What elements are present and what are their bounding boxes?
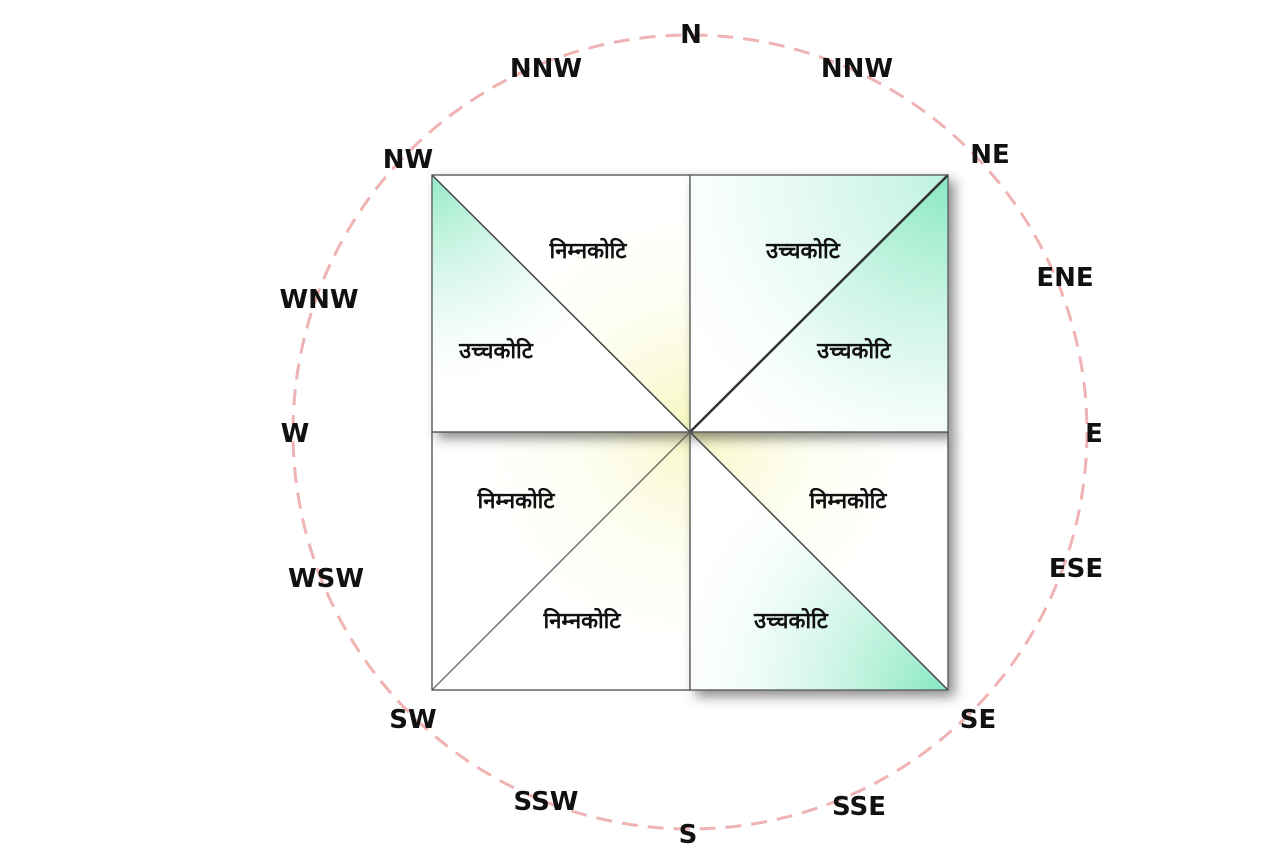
diagonal-nw [431,174,691,433]
direction-label-ene: ENE [1036,263,1093,293]
zone-label-se-upper: निम्नकोटि [809,487,888,514]
zone-label-se-lower: उच्चकोटि [753,607,829,634]
direction-label-n: N [680,20,702,50]
direction-label-nnw-left: NNW [510,54,582,84]
direction-label-wnw: WNW [279,285,358,315]
direction-label-w: W [281,419,310,449]
direction-label-nw: NW [383,145,433,175]
zone-label-ne-upper: उच्चकोटि [765,237,841,264]
direction-label-wsw: WSW [288,564,364,594]
zone-label-sw-lower: निम्नकोटि [543,607,622,634]
direction-label-s: S [679,820,698,850]
zone-label-ne-lower: उच्चकोटि [816,337,892,364]
direction-label-ese: ESE [1049,554,1103,584]
direction-label-sw: SW [389,705,436,735]
diagonal-se [689,431,949,691]
direction-label-ne: NE [970,140,1010,170]
zone-label-nw-lower: उच्चकोटि [458,337,534,364]
compass-circle [291,33,1089,831]
diagonal-ne [689,174,949,433]
direction-label-nnw-right: NNW [821,54,893,84]
diagonal-sw [431,431,691,691]
direction-label-sse: SSE [832,792,886,822]
direction-label-ssw: SSW [514,787,579,817]
zone-label-sw-upper: निम्नकोटि [477,487,556,514]
zone-label-nw-upper: निम्नकोटि [549,237,628,264]
direction-label-se: SE [960,705,997,735]
direction-label-e: E [1085,419,1103,449]
